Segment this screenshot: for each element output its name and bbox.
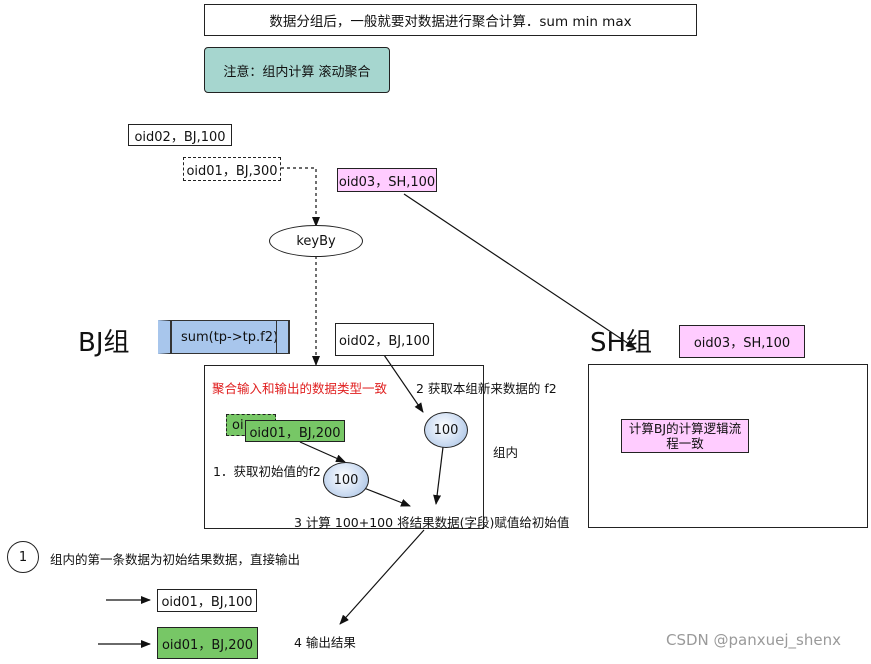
legend-number: 1 [18,549,28,565]
bj-function-text: sum(tp->tp.f2) [180,329,279,345]
output-record-1: oid01，BJ,100 [157,589,257,612]
step-2-text: 2 获取本组新来数据的 f2 [416,381,557,396]
arrow-initial-to-compute [363,487,411,507]
header-title-box: 数据分组后，一般就要对数据进行聚合计算．sum min max [204,4,697,36]
record-oid01-bj-300: oid01，BJ,300 [183,157,281,181]
record-text: oid03，SH,100 [338,174,436,190]
record-text: oid01，BJ,300 [186,163,278,179]
step-1-text: 1．获取初始值的f2 [213,464,321,479]
watermark: CSDN @panxuej_shenx [666,631,841,649]
bj-group-container [204,365,484,529]
step-3-text: 3 计算 100+100 将结果数据(字段)赋值给初始值 [294,515,570,530]
bubble-value: 100 [333,472,359,488]
sh-group-container [588,364,868,528]
header-title: 数据分组后，一般就要对数据进行聚合计算．sum min max [269,14,632,30]
arrow-new-record-to-bubble [381,351,424,413]
bj-function-box: sum(tp->tp.f2) [158,320,290,354]
legend-number-circle: 1 [7,541,39,573]
arrow-input-to-keyby [281,167,320,227]
step-4-text: 4 输出结果 [294,635,356,650]
sh-logic-note: 计算BJ的计算逻辑流 程一致 [621,419,749,453]
new-value-bubble: 100 [424,412,468,448]
bj-function-divider-left [171,320,172,354]
record-bj-current: oid02，BJ,100 [335,323,434,356]
record-text: oid01，BJ,200 [161,637,254,653]
keyby-node: keyBy [269,225,363,257]
bubble-value: 100 [433,422,459,438]
record-oid03-sh-100: oid03，SH,100 [337,168,437,192]
arrow-state-to-bubble [299,441,346,463]
arrow-sh-record-to-sh-group [403,193,636,349]
bj-group-label: BJ组 [78,328,130,358]
initial-value-bubble: 100 [323,462,369,498]
record-text: oid03，SH,100 [693,336,791,351]
note-box: 注意：组内计算 滚动聚合 [204,47,390,93]
record-text: oi [232,417,244,433]
legend-text: 组内的第一条数据为初始结果数据，直接输出 [50,552,301,567]
sh-logic-line-1: 计算BJ的计算逻辑流 [628,421,742,436]
bj-state-record: oid01，BJ,200 [245,420,345,442]
keyby-label: keyBy [296,233,336,249]
type-consistency-note: 聚合输入和输出的数据类型一致 [212,381,388,396]
record-oid02-bj-100: oid02，BJ,100 [128,124,232,146]
record-text: oid02，BJ,100 [338,334,431,349]
record-text: oid01，BJ,100 [161,595,253,610]
record-text: oid02，BJ,100 [134,129,226,145]
sh-group-label: SH组 [590,328,653,358]
bj-inner-label: 组内 [493,445,519,460]
note-text: 注意：组内计算 滚动聚合 [223,64,371,80]
bj-function-divider-right [276,320,277,354]
record-sh-current: oid03，SH,100 [679,325,805,358]
arrow-compute-to-output [339,529,425,625]
arrow-new-to-compute [433,446,444,505]
record-text: oid01，BJ,200 [249,425,341,441]
sh-logic-line-2: 程一致 [666,436,704,451]
output-record-2: oid01，BJ,200 [157,627,258,659]
